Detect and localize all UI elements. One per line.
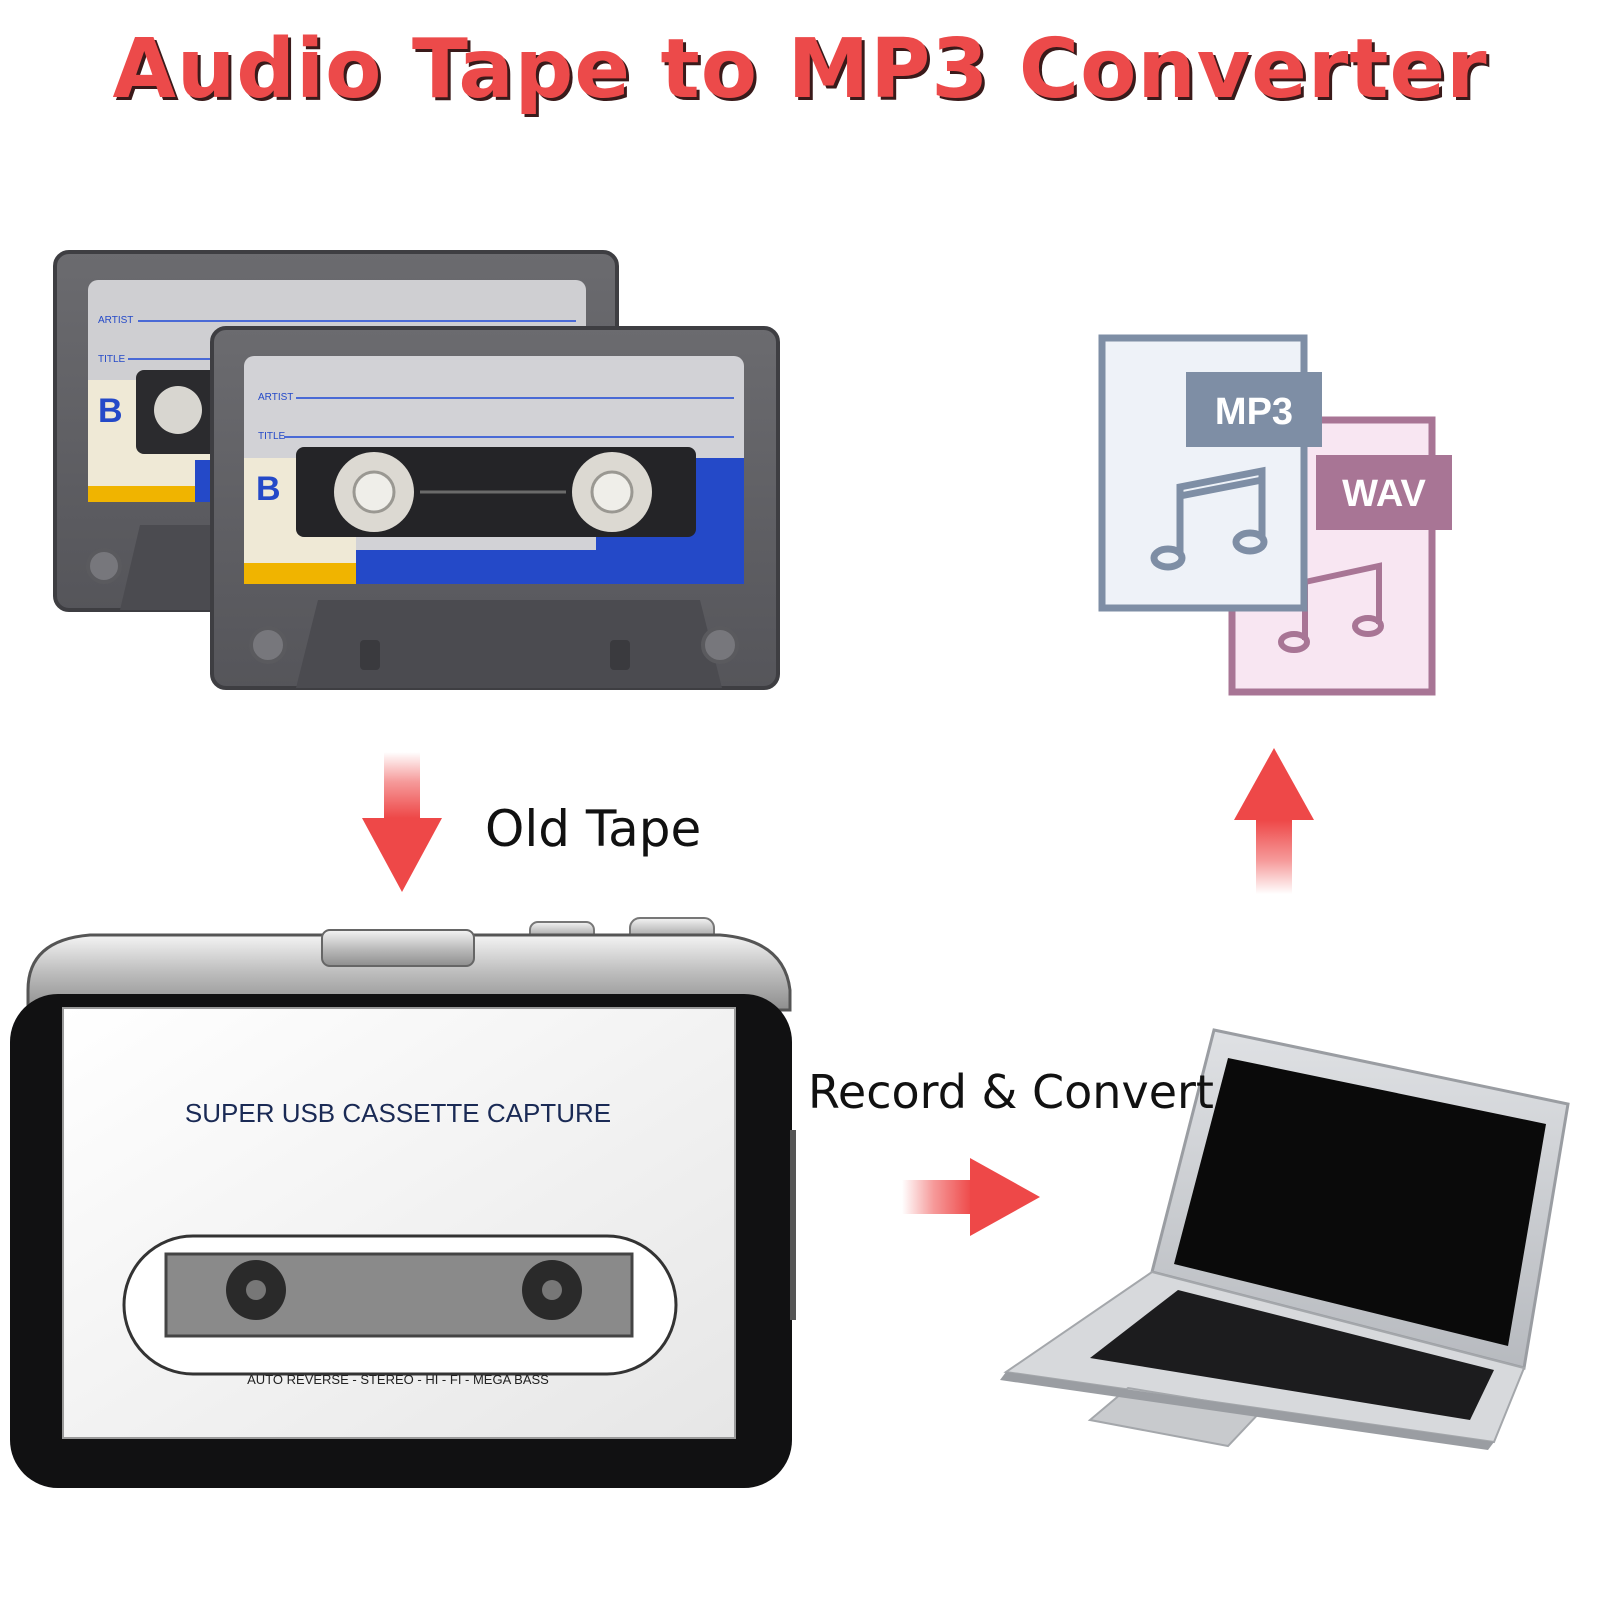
artist-label: ARTIST — [258, 392, 293, 403]
cassette-player: SUPER USB CASSETTE CAPTURE AUTO REVERSE … — [10, 917, 796, 1488]
laptop — [1000, 1028, 1570, 1450]
mp3-label: MP3 — [1215, 391, 1293, 433]
laptop-icon — [1000, 1028, 1570, 1450]
title-label: TITLE — [98, 354, 126, 365]
old-tape-caption: Old Tape — [485, 800, 702, 858]
page-title: Audio Tape to MP3 Converter — [112, 22, 1488, 117]
title-label: TITLE — [258, 431, 286, 442]
cassette-tape-icon — [210, 326, 780, 690]
record-convert-caption: Record & Convert — [808, 1065, 1214, 1119]
side-label: B — [256, 470, 281, 508]
artist-label: ARTIST — [98, 315, 133, 326]
cassette-front: ARTIST TITLE B — [210, 326, 780, 690]
down-arrow-icon — [362, 752, 442, 892]
wav-label: WAV — [1342, 473, 1426, 515]
player-brand-text: SUPER USB CASSETTE CAPTURE — [185, 1098, 611, 1128]
up-arrow-icon — [1234, 748, 1314, 894]
player-features-text: AUTO REVERSE - STEREO - HI - FI - MEGA B… — [247, 1372, 549, 1387]
side-label: B — [98, 392, 123, 430]
right-arrow-icon — [902, 1158, 1040, 1236]
cassette-player-icon — [10, 917, 796, 1488]
mp3-document: MP3 — [1098, 334, 1322, 612]
